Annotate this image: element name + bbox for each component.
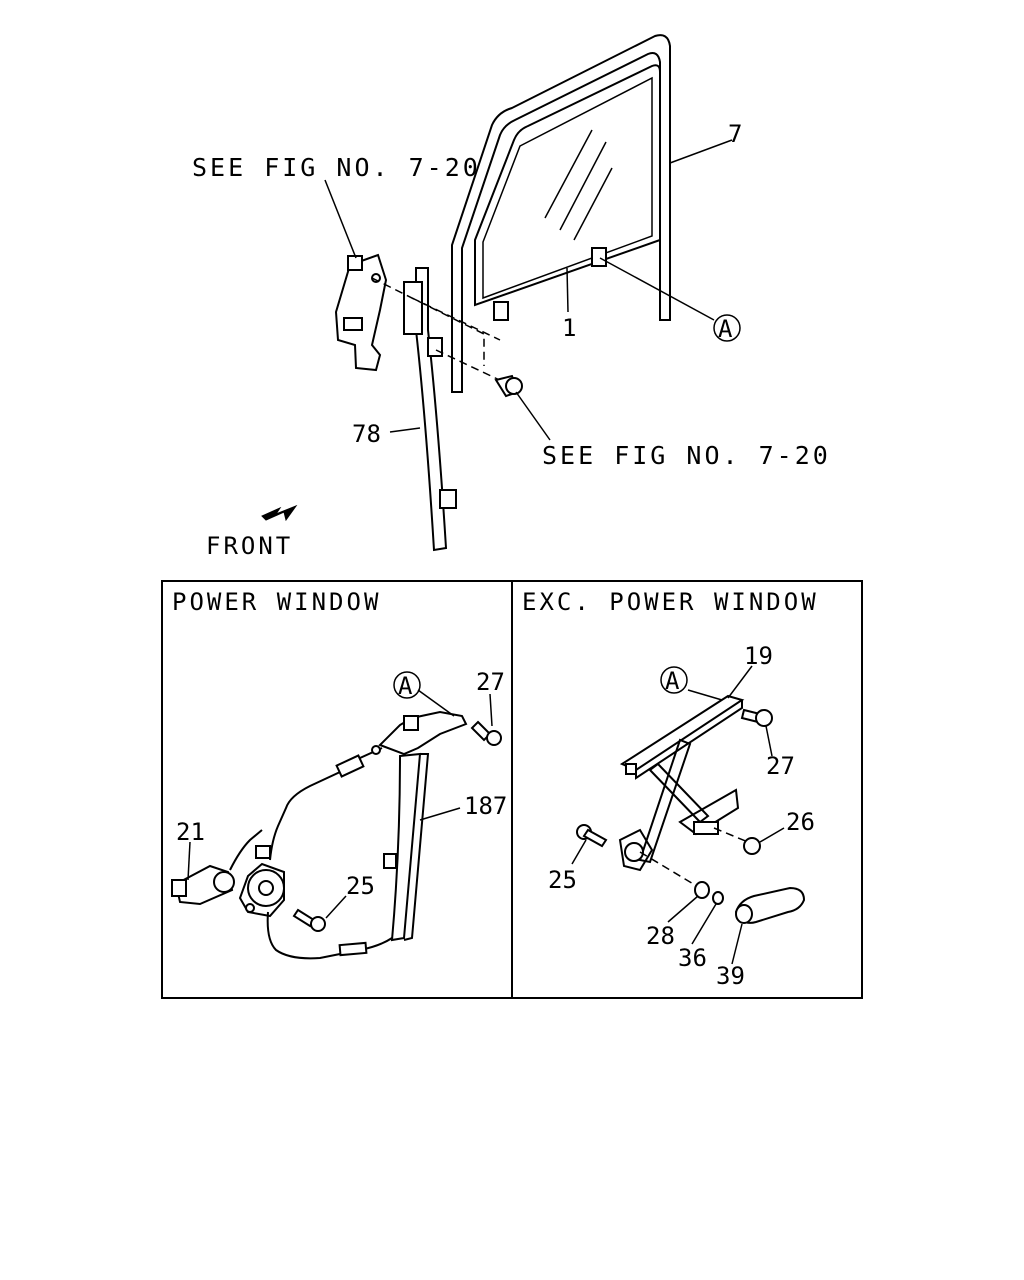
manual-callout-28: 28 [646,922,675,950]
power-callout-circle-a [393,671,421,699]
nut-26 [743,837,761,855]
power-callout-27: 27 [476,668,505,696]
manual-window-regulator [618,694,745,872]
callout-1: 1 [562,314,576,342]
front-arrow-icon [261,504,298,522]
sash-bracket [334,253,388,372]
power-callout-25: 25 [346,872,375,900]
bolt-25-power [292,908,326,932]
manual-callout-circle-a [660,666,688,694]
callout-a: A [718,315,733,343]
bolt-25-manual [576,824,608,848]
manual-callout-25: 25 [548,866,577,894]
door-sash-run-channel [451,34,671,393]
callout-circle-a [713,314,741,342]
manual-window-title: EXC. POWER WINDOW [522,588,819,616]
manual-callout-27: 27 [766,752,795,780]
door-glass [474,64,661,321]
screw [494,374,523,398]
callout-78: 78 [352,420,381,448]
power-callout-187: 187 [464,792,507,820]
manual-callout-a: A [665,667,680,695]
power-window-regulator [238,710,468,960]
bolt-27-manual [740,708,773,727]
manual-callout-19: 19 [744,642,773,670]
bolt-27-power [470,720,502,746]
rear-glass-channel [403,267,457,552]
see-fig-reference-top: SEE FIG NO. 7-20 [192,153,481,182]
clip-36 [712,891,724,905]
manual-callout-36: 36 [678,944,707,972]
callout-7: 7 [728,120,742,148]
window-crank-handle [734,886,806,924]
see-fig-reference-mid: SEE FIG NO. 7-20 [542,441,831,470]
power-window-title: POWER WINDOW [172,588,381,616]
power-callout-21: 21 [176,818,205,846]
washer-28 [694,881,710,899]
power-callout-a: A [398,672,413,700]
front-label: FRONT [206,532,293,560]
power-window-motor [171,829,271,906]
manual-callout-26: 26 [786,808,815,836]
manual-callout-39: 39 [716,962,745,990]
